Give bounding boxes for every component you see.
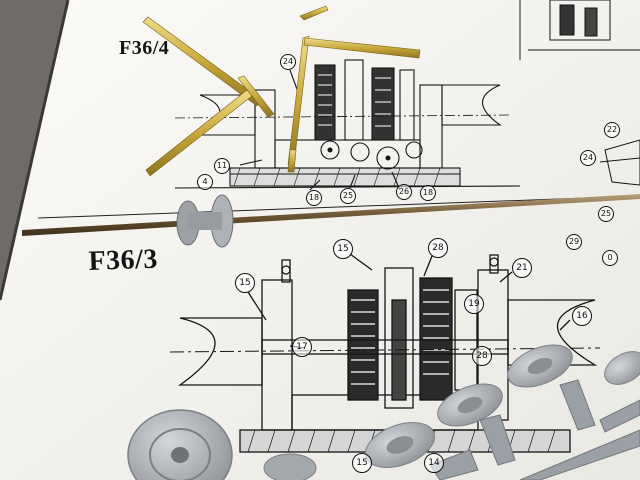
callout-number: 4 [197, 174, 213, 190]
callout-number: 25 [340, 188, 356, 204]
brass-etched-parts [142, 5, 421, 177]
callout-number: 18 [306, 190, 322, 206]
drawing-right-partial [528, 0, 640, 186]
callout-number: 29 [566, 234, 582, 250]
callout-number: 25 [598, 206, 614, 222]
figure-label-f36-4: F36/4 [119, 37, 170, 59]
drawing-f36-4 [174, 59, 521, 191]
callout-number: 14 [424, 453, 444, 473]
callout-number: 24 [280, 54, 296, 70]
callout-number: 26 [396, 184, 412, 200]
callout-number: 15 [352, 453, 372, 473]
grey-pulley [176, 194, 234, 248]
callout-number: 28 [428, 238, 448, 258]
callout-number: 0 [602, 250, 618, 266]
callout-number: 18 [420, 185, 436, 201]
callout-number: 21 [512, 258, 532, 278]
brass-rod [22, 194, 640, 236]
callout-number: 28 [472, 346, 492, 366]
callout-number: 24 [580, 150, 596, 166]
callout-number: 15 [235, 273, 255, 293]
figure-label-f36-3: F36/3 [88, 243, 159, 277]
callout-number: 17 [292, 337, 312, 357]
callout-number: 19 [464, 294, 484, 314]
callout-number: 15 [333, 239, 353, 259]
callout-number: 22 [604, 122, 620, 138]
callout-number: 11 [214, 158, 230, 174]
callout-number: 16 [572, 306, 592, 326]
